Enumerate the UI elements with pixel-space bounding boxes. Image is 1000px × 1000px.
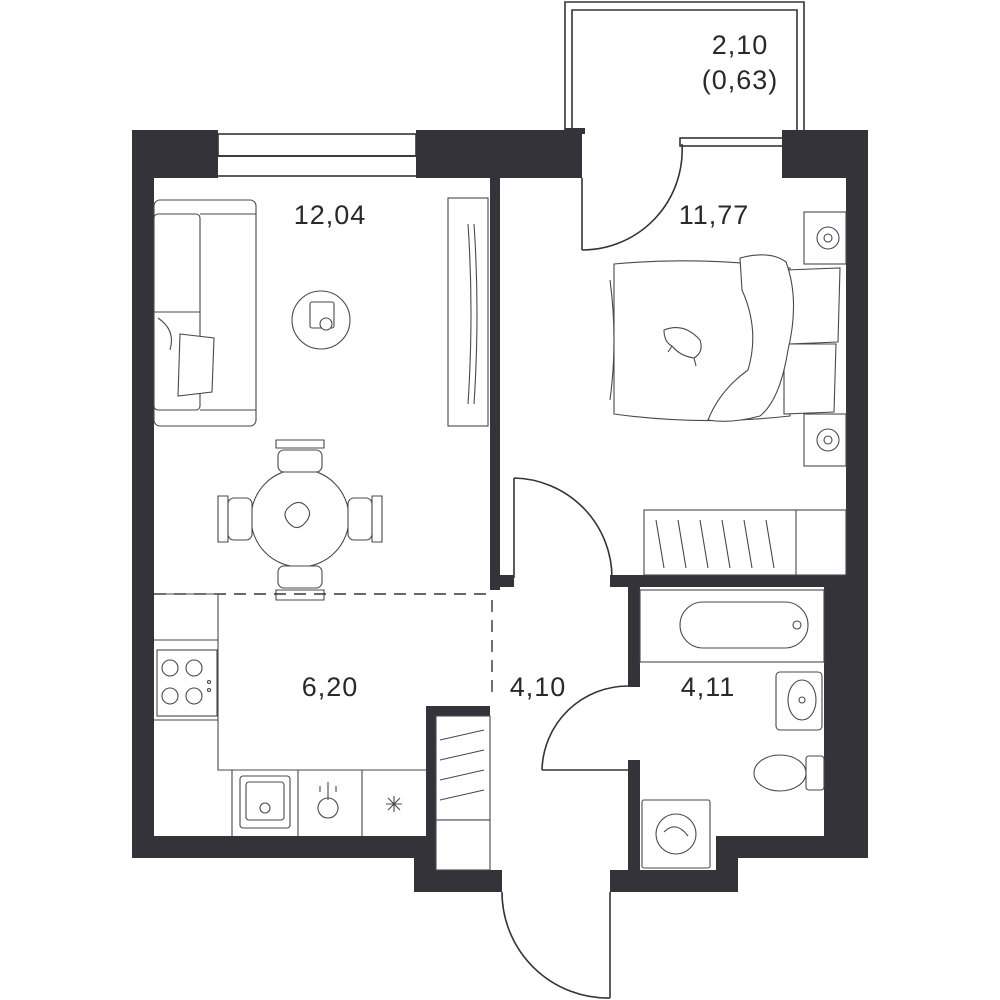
door-swing-icon — [541, 685, 629, 771]
wardrobe-icon — [447, 197, 489, 427]
cooktop-icon — [156, 649, 218, 717]
kitchen-area-label: 6,20 — [301, 672, 359, 702]
hallway-area-label: 4,10 — [509, 672, 567, 702]
washbasin-icon — [775, 671, 823, 731]
cat-icon — [663, 327, 702, 367]
pillow-icon — [785, 267, 841, 345]
walls — [132, 130, 868, 892]
faucet-icon — [317, 782, 339, 819]
hall-wardrobe — [435, 715, 491, 871]
chair-icon — [275, 439, 325, 473]
toilet-icon — [753, 754, 825, 792]
washing-machine-icon — [641, 799, 711, 869]
bedroom-wardrobe — [643, 509, 847, 576]
lamp-icon — [816, 226, 840, 250]
door-swing-icon — [581, 143, 683, 251]
window-icon — [213, 133, 421, 177]
chair-icon — [275, 565, 325, 601]
bathtub-icon — [639, 589, 825, 663]
balcony-area: 2,10 — [711, 30, 769, 60]
dining-table-icon — [250, 468, 350, 568]
chair-icon — [347, 495, 383, 543]
pillow-icon — [177, 333, 215, 397]
balcony-area-label: 2,10 (0,63) — [690, 28, 790, 98]
living-room-area-label: 12,04 — [293, 200, 367, 230]
bedroom-area-label: 11,77 — [678, 200, 750, 230]
pillow-icon — [783, 343, 837, 415]
sofa-icon — [153, 199, 257, 427]
sink-icon — [239, 775, 291, 829]
nightstand-icon — [803, 211, 847, 265]
door-swing-icon — [513, 477, 613, 579]
door-swing-icon — [501, 891, 611, 999]
balcony-area-reduced: (0,63) — [701, 65, 779, 96]
kitchen-counter — [154, 593, 426, 836]
lamp-icon — [386, 796, 402, 812]
coffee-table-icon — [291, 290, 351, 350]
window-icon — [679, 137, 785, 147]
chair-icon — [217, 495, 253, 543]
bathroom-area-label: 4,11 — [680, 672, 736, 702]
bed-icon — [609, 254, 841, 422]
lamp-icon — [816, 428, 840, 452]
nightstand-icon — [803, 413, 847, 467]
